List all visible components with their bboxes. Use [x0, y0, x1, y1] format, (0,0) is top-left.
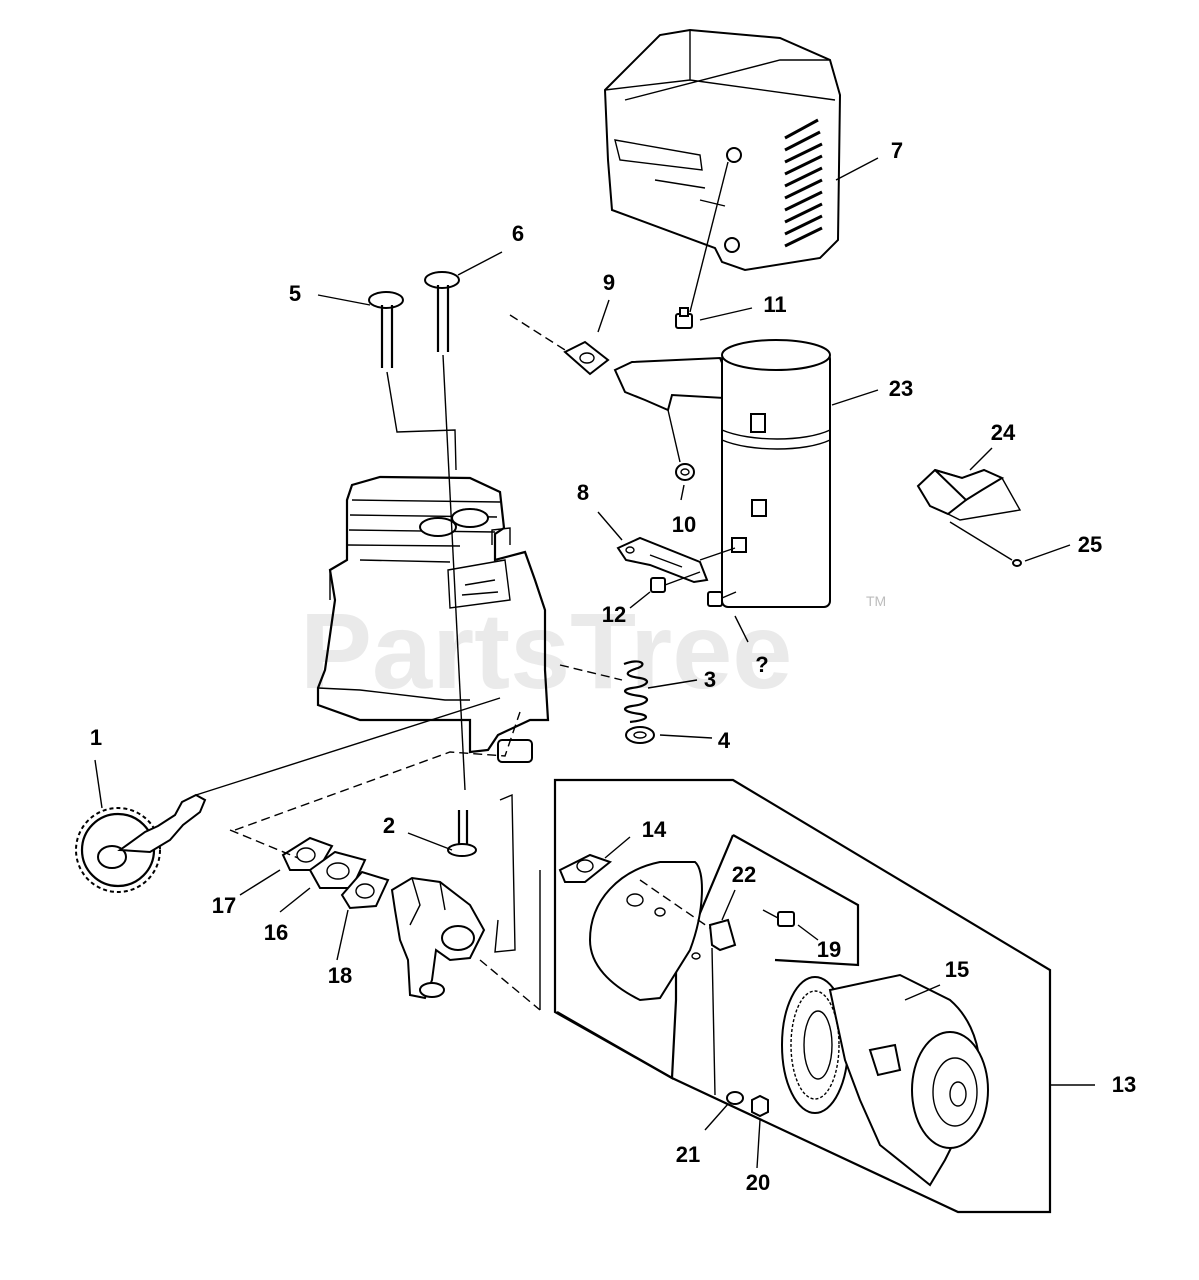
callout-12: 12	[602, 602, 626, 627]
muffler-guard	[603, 28, 842, 313]
muffler	[613, 339, 831, 608]
callout-17: 17	[212, 893, 236, 918]
callout-11: 11	[763, 292, 786, 317]
muffler-bracket	[616, 536, 747, 584]
air-cleaner-base	[588, 861, 721, 1002]
callout-unknown: ?	[755, 652, 768, 677]
callout-15: 15	[945, 957, 969, 982]
tappet	[447, 810, 477, 857]
callout-1: 1	[90, 725, 102, 750]
carburetor	[390, 876, 486, 1000]
callout-14: 14	[642, 817, 667, 842]
camshaft-gear	[75, 697, 501, 893]
air-cleaner-cover	[828, 973, 989, 1187]
callout-19: 19	[817, 937, 841, 962]
callout-25: 25	[1078, 532, 1102, 557]
callout-5: 5	[289, 281, 301, 306]
muffler-gasket	[509, 314, 610, 376]
watermark-trademark: TM	[866, 593, 886, 609]
carb-link	[494, 793, 516, 953]
callout-7: 7	[891, 138, 903, 163]
callout-8: 8	[577, 480, 589, 505]
callout-21: 21	[676, 1142, 700, 1167]
screw-19	[762, 909, 795, 927]
callout-3: 3	[704, 667, 716, 692]
air-cleaner-gasket	[558, 853, 613, 883]
callout-9: 9	[603, 270, 615, 295]
valve-intake	[368, 291, 457, 471]
valve-exhaust	[424, 271, 466, 791]
screw-11	[675, 307, 693, 329]
nut-20	[751, 1094, 769, 1118]
callout-6: 6	[512, 221, 524, 246]
callout-22: 22	[732, 862, 756, 887]
leader-intake-2	[229, 829, 541, 1011]
insulator-16	[308, 850, 367, 889]
callout-leaders	[94, 157, 1071, 1169]
callout-20: 20	[746, 1170, 770, 1195]
callout-24: 24	[991, 420, 1016, 445]
filter-bracket	[691, 918, 737, 1096]
callout-13: 13	[1112, 1072, 1136, 1097]
intake-gasket-18	[340, 870, 390, 910]
callout-18: 18	[328, 963, 352, 988]
leader-intake	[234, 711, 521, 831]
screw-12	[650, 571, 701, 593]
valve-spring	[559, 660, 649, 724]
callout-10: 10	[672, 512, 696, 537]
callout-4: 4	[718, 728, 731, 753]
callout-23: 23	[889, 376, 913, 401]
callout-2: 2	[383, 813, 395, 838]
spring-retainer	[625, 726, 655, 744]
spark-arrestor	[916, 468, 1022, 567]
washer-21	[726, 1091, 744, 1105]
nut-10	[675, 463, 695, 481]
engine-block	[316, 475, 550, 763]
screw-unknown	[707, 591, 737, 607]
callout-16: 16	[264, 920, 288, 945]
